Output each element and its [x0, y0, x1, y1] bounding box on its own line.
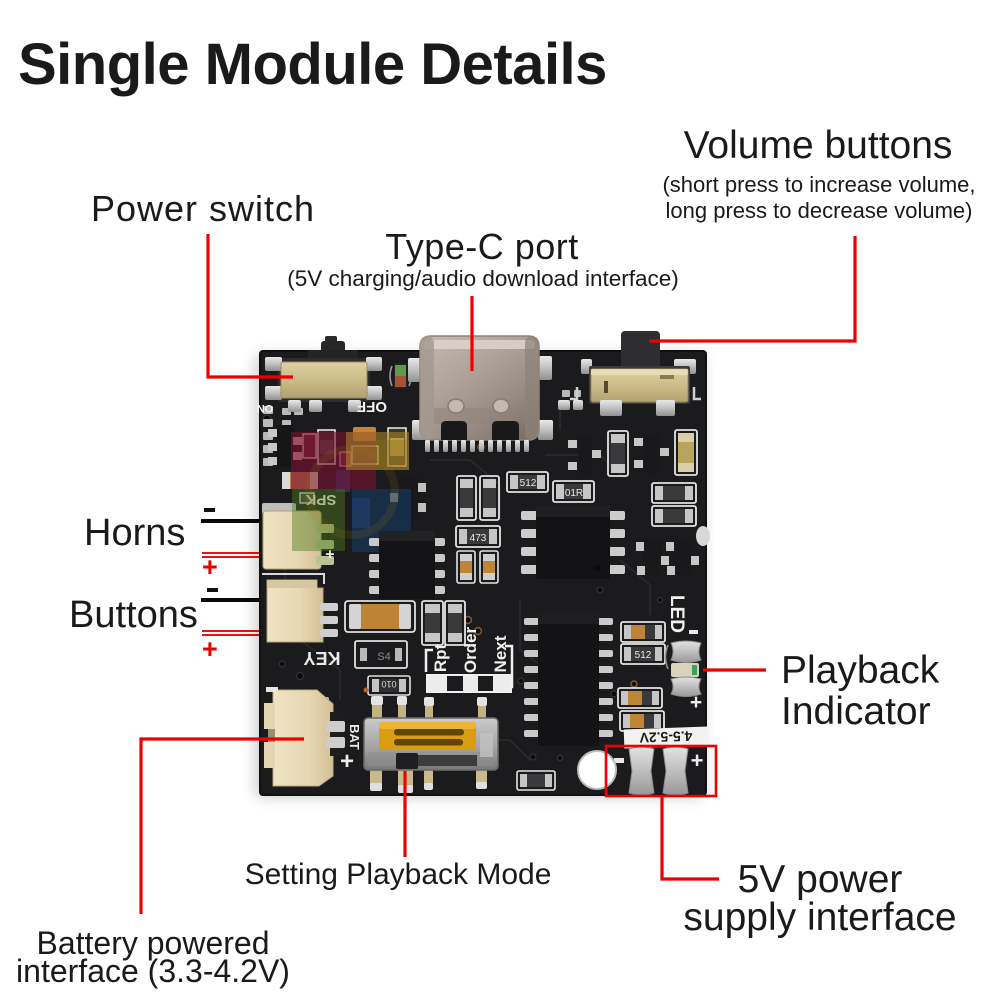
svg-text:01R: 01R: [565, 488, 583, 499]
svg-text:KEY: KEY: [303, 648, 340, 668]
svg-text:+: +: [690, 691, 702, 714]
svg-text:OFF: OFF: [357, 398, 387, 415]
svg-text:ON: ON: [257, 402, 274, 414]
svg-text:+: +: [691, 748, 704, 773]
svg-text:S4: S4: [377, 651, 390, 663]
svg-text:SPK: SPK: [305, 491, 336, 508]
svg-text:+: +: [325, 545, 334, 562]
svg-text:4.5-5.2V: 4.5-5.2V: [639, 728, 693, 746]
svg-text:512: 512: [635, 650, 652, 661]
svg-text:BAT: BAT: [347, 724, 362, 750]
svg-text:Rpt: Rpt: [431, 644, 450, 673]
svg-text:512: 512: [520, 478, 537, 489]
svg-text:473: 473: [470, 533, 487, 544]
svg-text:010: 010: [381, 679, 396, 689]
svg-text:Next: Next: [491, 635, 510, 672]
svg-text:Order: Order: [461, 626, 480, 673]
svg-text:+: +: [340, 748, 354, 775]
svg-text:LED: LED: [666, 595, 687, 633]
